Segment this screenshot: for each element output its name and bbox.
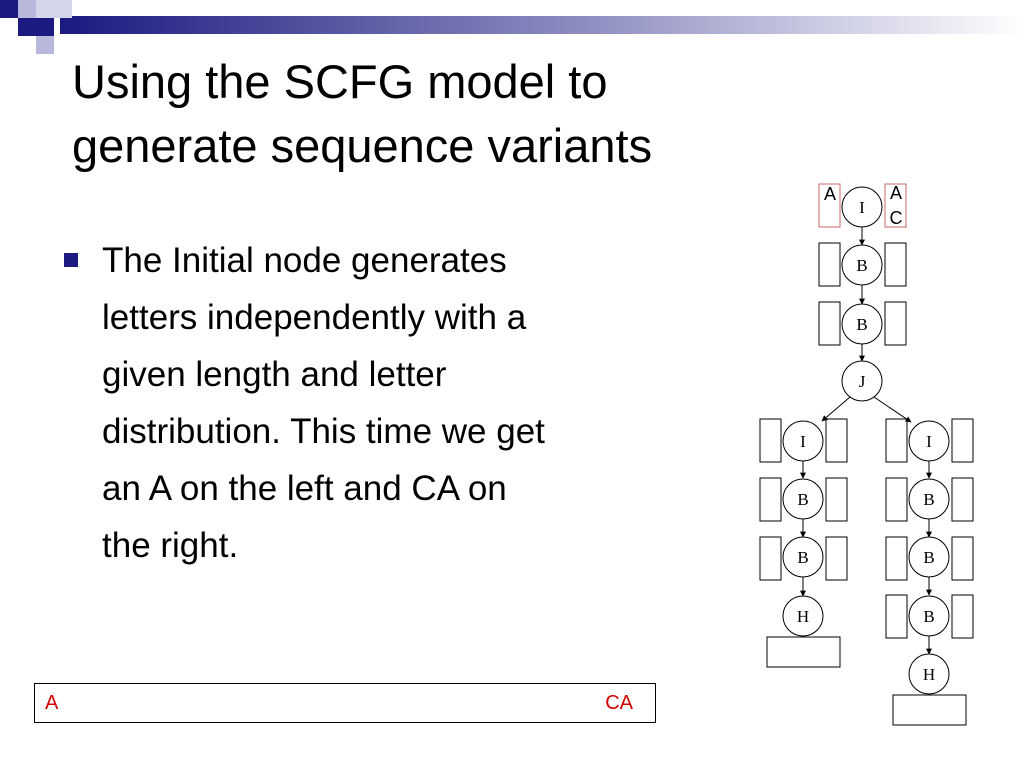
emitted-letter: A	[890, 183, 902, 203]
tree-node	[908, 595, 950, 637]
slide-title: Using the SCFG model to generate sequenc…	[72, 50, 652, 178]
emitted-letter: C	[890, 208, 903, 228]
tree-node	[908, 420, 950, 462]
deco-square	[18, 0, 36, 18]
emission-box	[884, 183, 907, 228]
node-label: H	[923, 665, 935, 684]
emission-box	[818, 242, 841, 287]
node-label: B	[797, 490, 808, 509]
emission-box	[818, 183, 841, 228]
bullet-list: The Initial node generates letters indep…	[64, 232, 704, 574]
header-decoration	[0, 0, 1024, 54]
tree-node	[841, 360, 883, 402]
emission-box	[825, 418, 848, 463]
tree-node	[782, 536, 824, 578]
bullet-line: the right.	[102, 526, 239, 565]
generated-sequence-box: A CA	[34, 683, 656, 723]
emission-box	[951, 418, 974, 463]
emission-box	[885, 594, 908, 639]
deco-square	[36, 36, 54, 54]
emission-box	[884, 242, 907, 287]
tree-node	[841, 303, 883, 345]
tree-node	[841, 244, 883, 286]
node-label: I	[926, 432, 932, 451]
tree-node	[841, 186, 883, 228]
emission-box	[885, 477, 908, 522]
node-label: B	[923, 490, 934, 509]
emission-box	[759, 477, 782, 522]
emission-box	[825, 477, 848, 522]
title-line: Using the SCFG model to	[72, 55, 608, 108]
node-label: I	[800, 432, 806, 451]
sequence-left-text: A	[45, 692, 59, 714]
tree-node	[908, 653, 950, 695]
node-label: B	[797, 548, 808, 567]
emission-box	[951, 594, 974, 639]
bullet-item: The Initial node generates letters indep…	[64, 232, 704, 574]
tree-node	[908, 536, 950, 578]
tree-edge	[821, 396, 851, 422]
title-line: generate sequence variants	[72, 119, 653, 172]
bullet-line: The Initial node generates	[102, 241, 507, 280]
emitted-letter: A	[824, 184, 836, 204]
deco-square	[36, 0, 54, 18]
emission-box	[759, 418, 782, 463]
header-gradient-bar	[60, 16, 1024, 34]
node-label: J	[859, 372, 866, 391]
deco-square	[36, 18, 54, 36]
node-label: B	[856, 315, 867, 334]
deco-square	[0, 0, 18, 18]
node-label: B	[923, 548, 934, 567]
emission-box	[825, 536, 848, 581]
tree-node	[908, 478, 950, 520]
hairpin-box	[892, 694, 967, 726]
hairpin-box	[766, 636, 841, 668]
node-label: B	[856, 256, 867, 275]
bullet-line: an A on the left and CA on	[102, 469, 507, 508]
node-label: I	[859, 198, 865, 217]
deco-square	[54, 0, 72, 18]
square-bullet-icon	[64, 253, 78, 267]
emission-box	[884, 301, 907, 346]
bullet-line: distribution. This time we get	[102, 412, 545, 451]
emission-box	[951, 477, 974, 522]
emission-box	[885, 536, 908, 581]
bullet-line: given length and letter	[102, 355, 447, 394]
node-label: H	[797, 607, 809, 626]
tree-node	[782, 478, 824, 520]
tree-node	[782, 595, 824, 637]
deco-square	[18, 18, 36, 36]
sequence-right-text: CA	[605, 692, 633, 714]
emission-box	[759, 536, 782, 581]
bullet-line: letters independently with a	[102, 298, 527, 337]
emission-box	[951, 536, 974, 581]
tree-node	[782, 420, 824, 462]
emission-box	[818, 301, 841, 346]
emission-box	[885, 418, 908, 463]
tree-edge	[873, 396, 912, 423]
node-label: B	[923, 607, 934, 626]
